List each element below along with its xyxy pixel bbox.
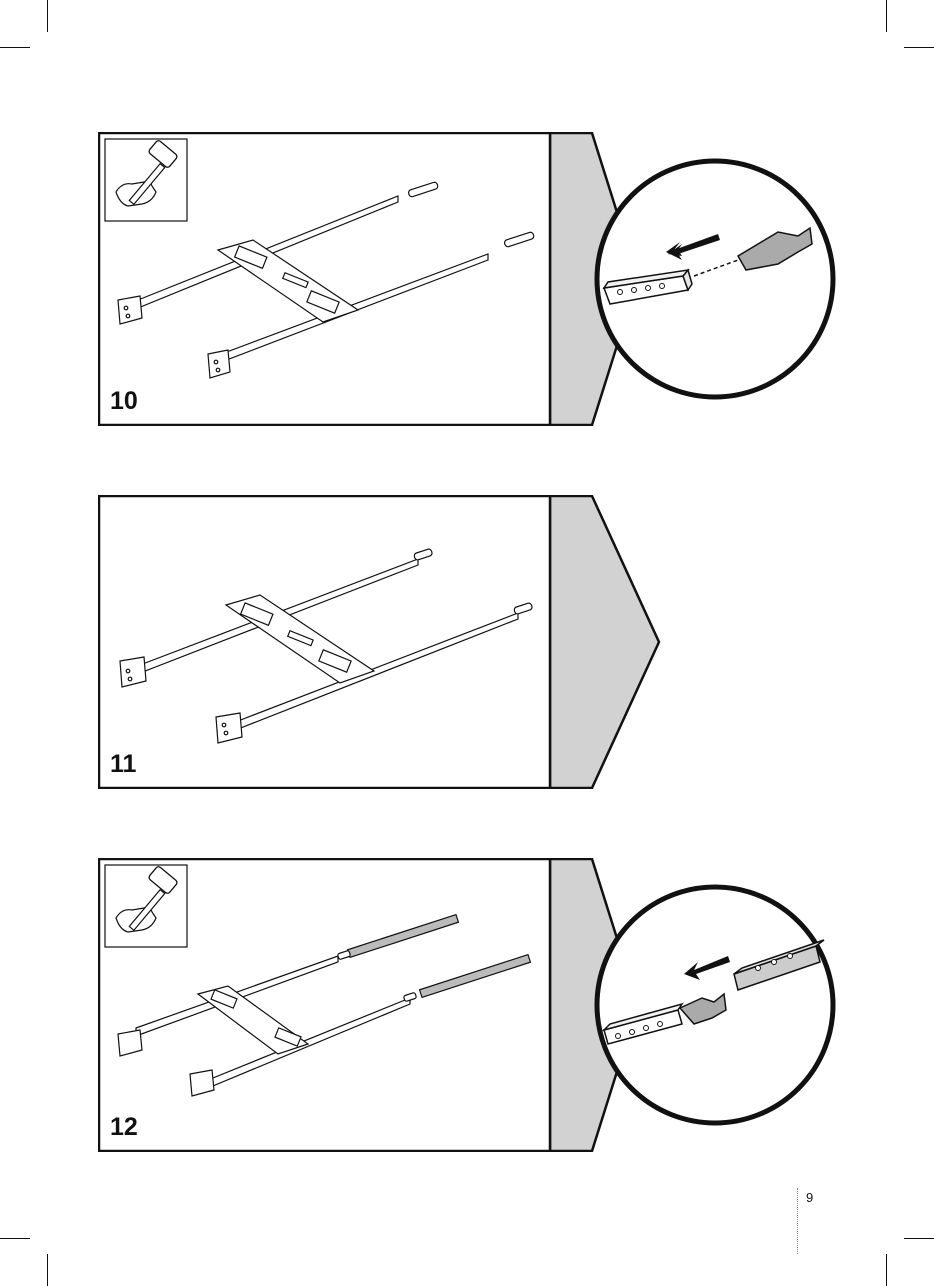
crop-mark: [886, 0, 887, 32]
crop-mark: [886, 1254, 887, 1286]
step-10-panel: 10: [98, 132, 694, 426]
crop-mark: [0, 1238, 30, 1239]
page-number: 9: [806, 1190, 813, 1205]
insert-dowel-zoom: [597, 161, 833, 397]
mallet-icon: [105, 139, 187, 221]
crop-mark: [904, 1238, 934, 1239]
crop-mark: [0, 47, 30, 48]
page-divider: [797, 1188, 798, 1254]
step-11-panel: 11: [98, 495, 694, 789]
crop-mark: [904, 47, 934, 48]
step-number: 12: [110, 1113, 138, 1142]
crop-mark: [47, 0, 48, 32]
step-number: 10: [110, 387, 138, 416]
step-12-panel: 12: [98, 858, 694, 1152]
crop-mark: [47, 1254, 48, 1286]
join-rail-zoom: [597, 887, 833, 1123]
step-number: 11: [110, 750, 136, 779]
mallet-icon: [105, 865, 187, 947]
